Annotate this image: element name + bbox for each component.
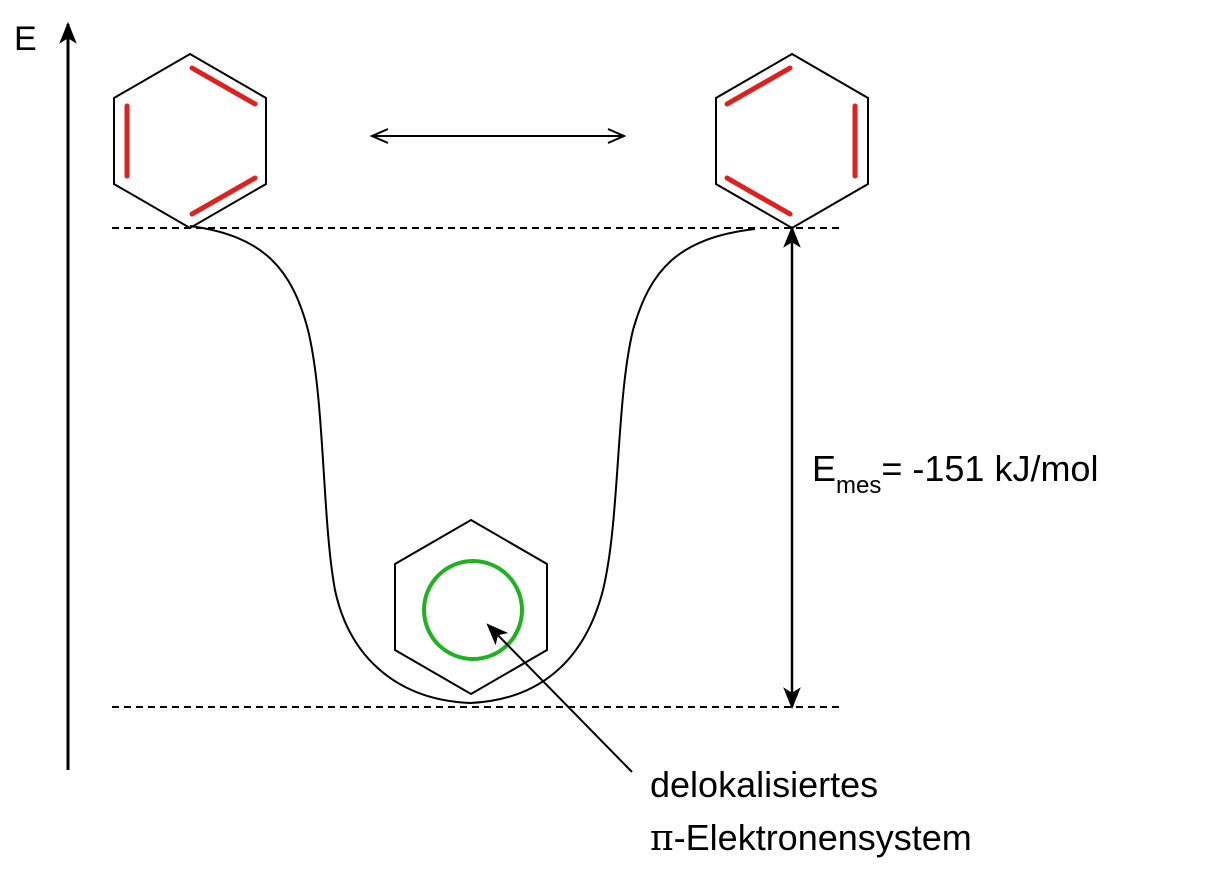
kekule-structure-right [715, 52, 869, 230]
annotation-arrow [486, 623, 633, 773]
energy-curve [189, 225, 756, 705]
kekule-structure-left [113, 52, 267, 230]
delocalized-benzene [394, 518, 548, 696]
annotation-line-1: delokalisiertes [650, 764, 878, 805]
annotation-line-2: π-Elektronensystem [650, 817, 972, 859]
delocalized-ring [422, 559, 524, 661]
axis-label: E [14, 20, 37, 58]
mesomeric-energy-label: Emes= -151 kJ/mol [812, 448, 1098, 499]
